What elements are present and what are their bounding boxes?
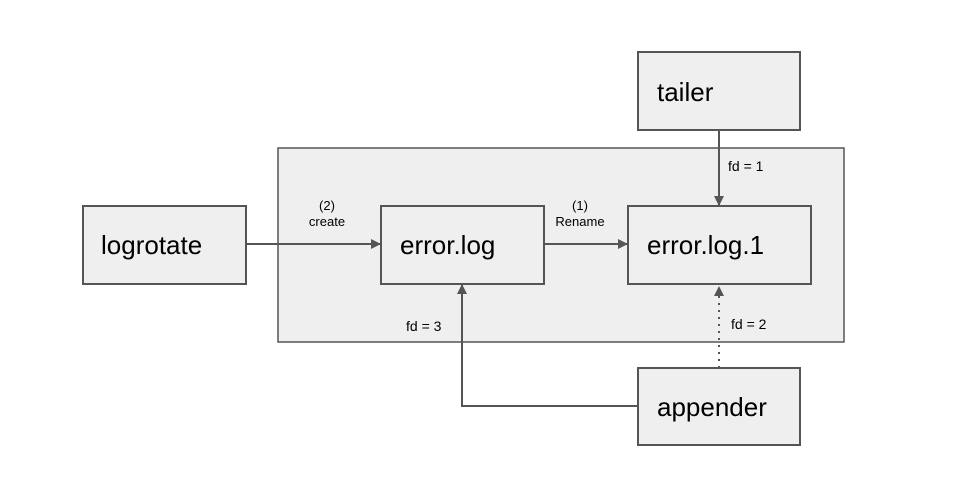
error-log-1-label: error.log.1	[647, 230, 764, 260]
create-step-label: (2)	[319, 198, 335, 213]
tailer-fd-label: fd = 1	[728, 158, 764, 174]
rename-label: Rename	[555, 214, 604, 229]
tailer-node: tailer	[637, 51, 801, 131]
appender-error-log-1-arrowhead	[714, 286, 724, 296]
create-label: create	[309, 214, 345, 229]
error-log-1-node: error.log.1	[627, 205, 812, 285]
appender-error-log-arrow	[457, 284, 637, 407]
error-log-node: error.log	[380, 205, 545, 285]
logrotate-node: logrotate	[82, 205, 247, 285]
tailer-label: tailer	[657, 77, 714, 107]
appender-label: appender	[657, 392, 767, 422]
error-log-label: error.log	[400, 230, 495, 260]
appender-fd-3-label: fd = 3	[406, 318, 442, 334]
appender-node: appender	[637, 367, 801, 446]
rename-step-label: (1)	[572, 198, 588, 213]
logrotate-label: logrotate	[101, 230, 202, 260]
appender-fd-2-label: fd = 2	[731, 316, 767, 332]
